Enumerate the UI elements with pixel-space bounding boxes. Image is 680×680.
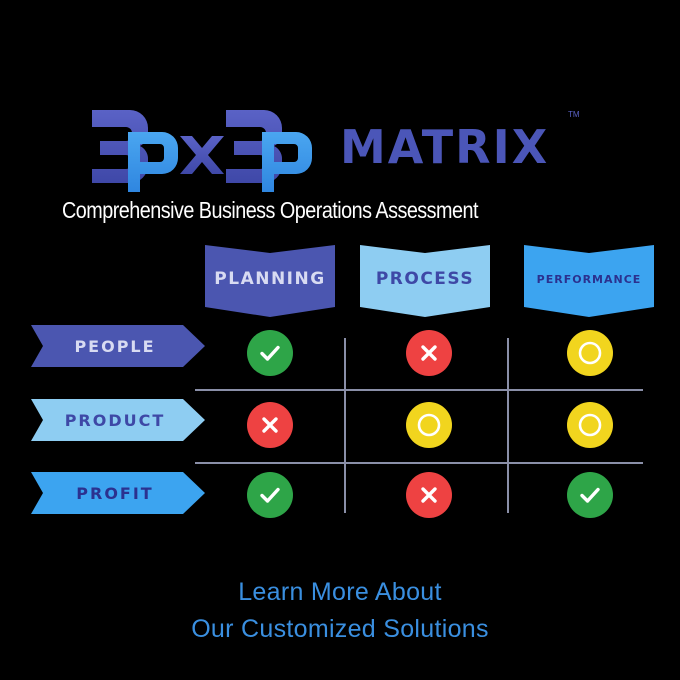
footer-line-2[interactable]: Our Customized Solutions [191,615,489,643]
status-neutral-icon [406,402,452,448]
status-check-icon [567,472,613,518]
column-label-planning: PLANNING [214,269,326,289]
brand-logo: MATRIX TM [92,110,580,192]
row-header-profit: PROFIT [31,472,205,514]
footer-line-1[interactable]: Learn More About [238,578,442,606]
matrix-wordmark: MATRIX [340,120,549,174]
trademark-symbol: TM [568,110,580,119]
grid-line-horizontal [195,462,643,464]
column-label-performance: PERFORMANCE [536,272,642,286]
status-cross-icon [406,472,452,518]
status-check-icon [247,472,293,518]
arrow-shape [31,399,205,441]
status-cross-icon [406,330,452,376]
arrow-shape [31,472,205,514]
row-label-product: PRODUCT [64,410,166,430]
banner-shape [360,245,490,317]
row-header-product: PRODUCT [31,399,205,441]
grid-line-vertical [507,338,509,513]
row-header-people: PEOPLE [31,325,205,367]
row-label-people: PEOPLE [74,336,156,356]
banner-shape [524,245,654,317]
logo-mark [92,110,312,192]
grid-line-horizontal [195,389,643,391]
banner-shape [205,245,335,317]
status-neutral-icon [567,330,613,376]
row-label-profit: PROFIT [76,483,154,503]
status-neutral-icon [567,402,613,448]
status-cross-icon [247,402,293,448]
column-header-performance: PERFORMANCE [524,245,654,319]
subtitle: Comprehensive Business Operations Assess… [62,197,478,223]
column-header-planning: PLANNING [205,245,335,319]
column-label-process: PROCESS [375,269,475,289]
arrow-shape [31,325,205,367]
status-check-icon [247,330,293,376]
grid-line-vertical [344,338,346,513]
column-header-process: PROCESS [360,245,490,319]
